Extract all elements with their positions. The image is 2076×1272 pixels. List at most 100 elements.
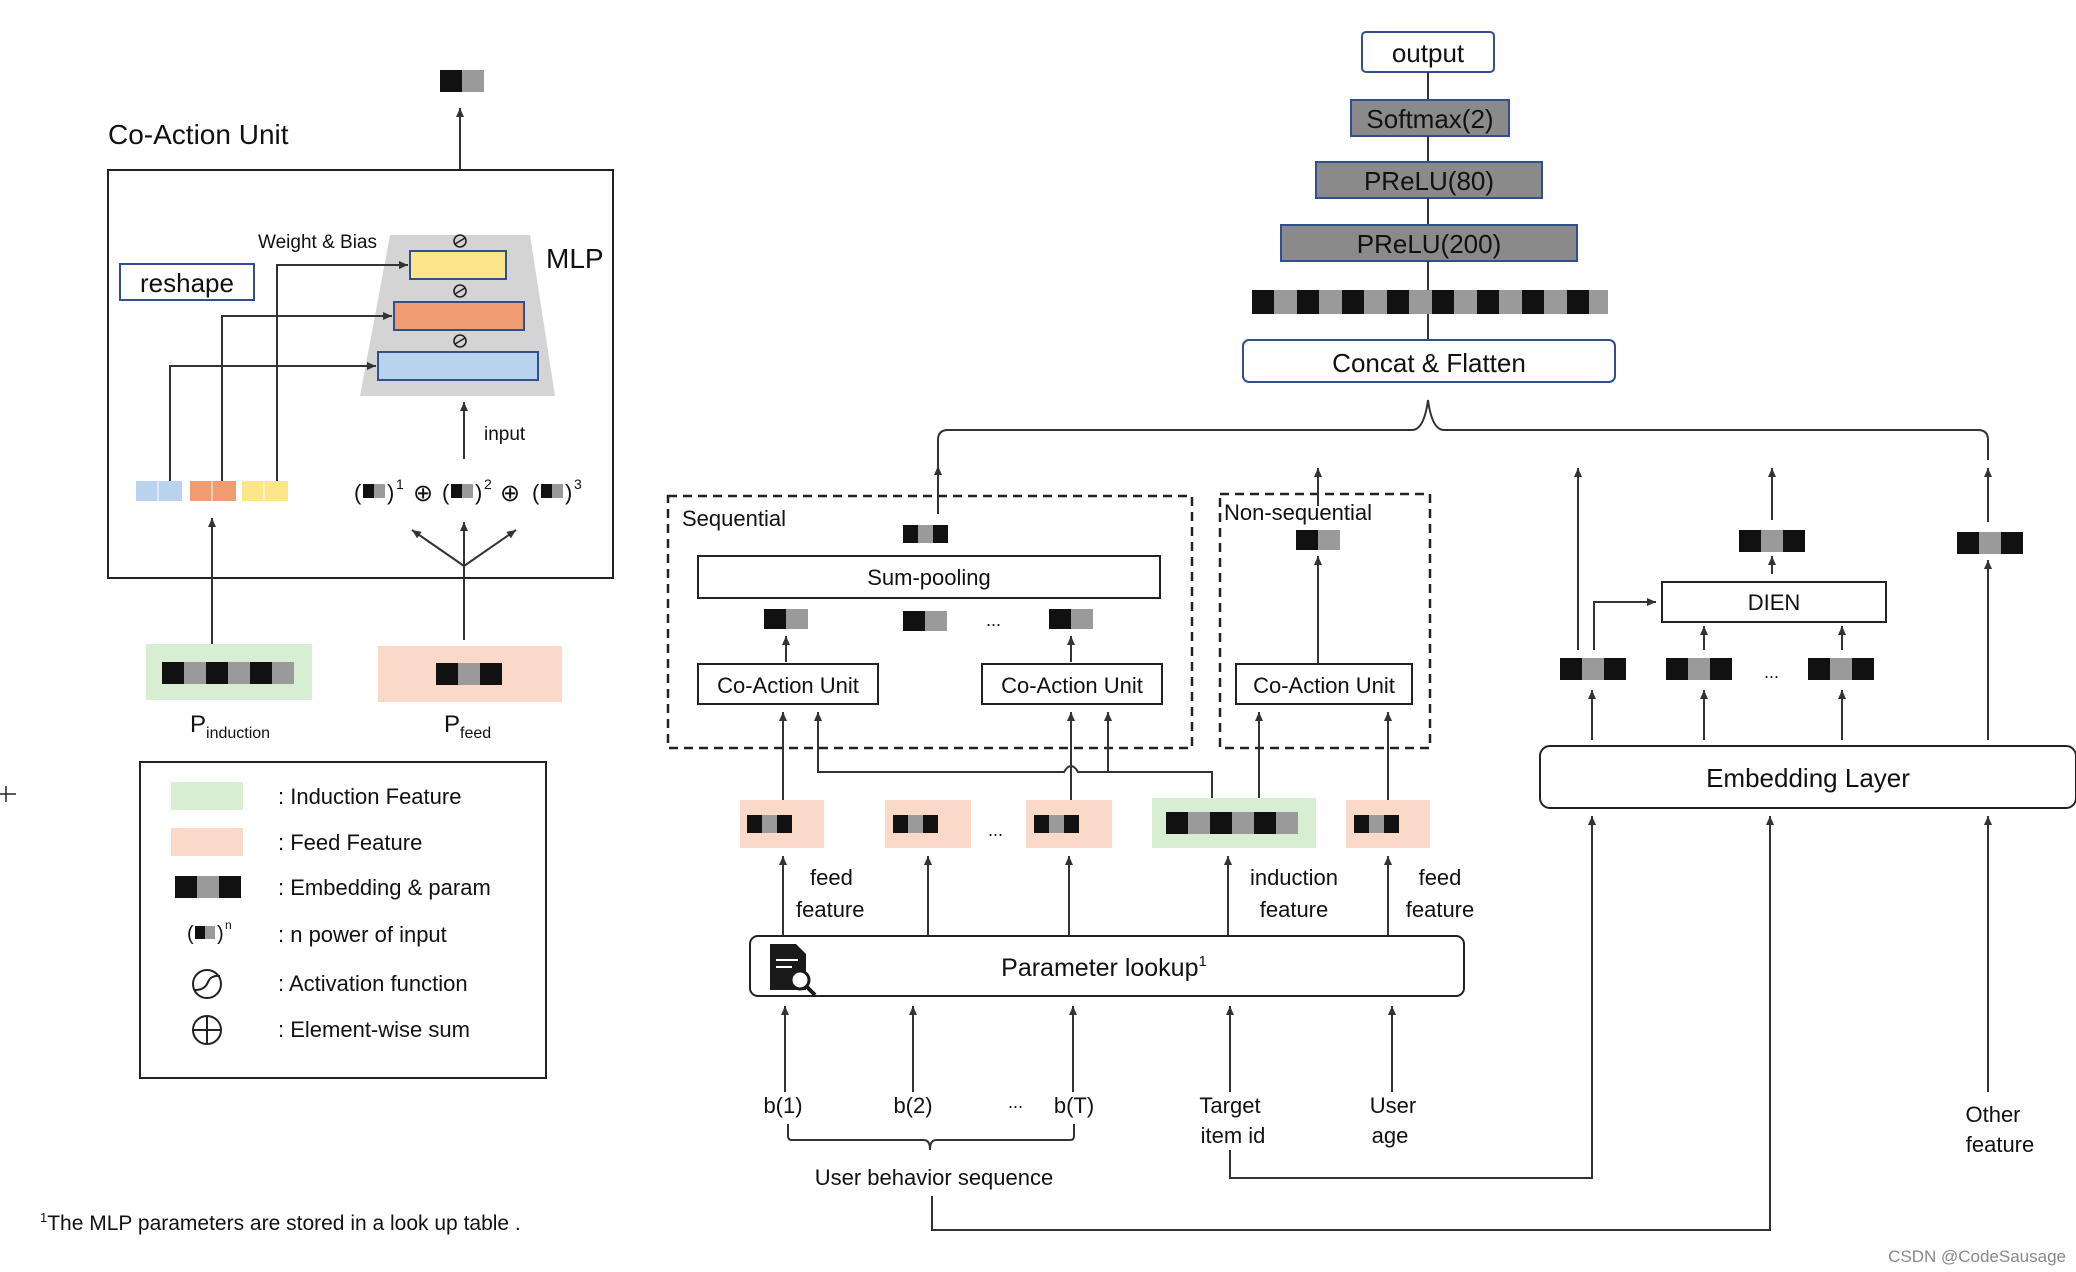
svg-text:(: ( (187, 923, 194, 945)
svg-text:): ) (475, 480, 482, 505)
feed-feature-embedding-3 (1034, 815, 1079, 833)
b2-label: b(2) (893, 1093, 932, 1118)
softmax-label: Softmax(2) (1366, 104, 1493, 134)
feed-feature-embedding-2 (893, 815, 938, 833)
feed-feature-embedding-4 (1354, 815, 1399, 833)
induction-feature-embedding (1166, 812, 1298, 834)
non-sequential-embedding (1296, 530, 1340, 550)
softmax-box (1350, 99, 1510, 137)
feed-feature-label-2a: feed (1419, 865, 1462, 890)
feed-feature-embedding-1 (747, 815, 792, 833)
embedding-layer-box (1539, 745, 2076, 809)
input-label: input (484, 424, 526, 445)
induction-feature-label-a: induction (1250, 865, 1338, 890)
param-arrow-yellow (276, 261, 408, 481)
mlp-layer-orange (393, 301, 525, 331)
concat-brace (937, 399, 1989, 468)
param-block-orange (190, 481, 236, 501)
activation-icon (453, 284, 467, 298)
orange-swatch (171, 828, 243, 856)
other-feature-label-a: Other (1965, 1102, 2020, 1127)
legend-item-induction: : Induction Feature (278, 784, 461, 809)
legend-item-embedding: : Embedding & param (278, 875, 491, 900)
sequential-output-embedding (903, 525, 948, 543)
element-wise-sum-icon (192, 1015, 222, 1045)
co-action-unit-title: Co-Action Unit (108, 119, 289, 150)
behavior-embedding-1 (1666, 658, 1732, 680)
svg-text:): ) (565, 480, 572, 505)
legend-item-feed: : Feed Feature (278, 830, 422, 855)
dien-output-embedding (1739, 530, 1805, 552)
behavior-embedding-2 (1808, 658, 1874, 680)
oplus-symbol: ⊕ (413, 480, 433, 507)
parameter-lookup-label: Parameter lookup1 (1001, 953, 1207, 982)
activation-icon (192, 969, 222, 999)
co-action-unit-box-2 (981, 663, 1163, 705)
sequential-block: Sequential Sum-pooling ... Co-Action Uni… (666, 466, 1194, 750)
legend-item-sum: : Element-wise sum (278, 1017, 470, 1042)
weight-bias-label: Weight & Bias (258, 232, 377, 253)
other-feature-label-b: feature (1966, 1132, 2035, 1157)
co-action-unit-label-1: Co-Action Unit (717, 673, 859, 698)
behavior-to-embedding-line (931, 816, 1774, 1231)
mlp-label: MLP (546, 243, 604, 274)
crosshair-mark (0, 786, 16, 802)
feed-feature-label-1a: feed (810, 865, 853, 890)
power-3: 3 (574, 476, 582, 492)
legend-item-power: : n power of input (278, 922, 447, 947)
user-behavior-sequence-label: User behavior sequence (815, 1165, 1053, 1190)
sequential-label: Sequential (682, 506, 786, 531)
fanout-right (463, 529, 517, 567)
dien-box (1661, 581, 1887, 623)
svg-text:n: n (225, 918, 232, 932)
mlp-layer-blue (377, 351, 539, 381)
other-feature-embedding (1957, 532, 2023, 554)
green-swatch (171, 782, 243, 810)
param-block-blue (136, 481, 182, 501)
p-induction-label: Pinduction (190, 711, 270, 742)
output-label: output (1392, 38, 1465, 68)
parameter-lookup: Parameter lookup1 b(1) b(2) ... b(T) Tar… (749, 935, 1465, 1190)
user-label-b: age (1372, 1123, 1409, 1148)
power-symbol: ( ) n (187, 918, 232, 945)
pooled-embedding-2 (903, 611, 947, 631)
ellipsis: ... (1764, 662, 1779, 682)
ellipsis: ... (1008, 1092, 1023, 1112)
feed-embedding (436, 663, 502, 685)
co-action-unit-detail: Co-Action Unit MLP reshape Weight & Bias (0, 70, 614, 1235)
co-action-unit-box-1 (697, 663, 879, 705)
svg-text:(: ( (354, 480, 362, 505)
target-to-embedding-line (1229, 816, 1596, 1179)
svg-text:(: ( (442, 480, 450, 505)
top-stack: output Softmax(2) PReLU(80) PReLU(200) C… (937, 31, 1989, 468)
co-action-unit-label-2: Co-Action Unit (1001, 673, 1143, 698)
ellipsis: ... (988, 820, 1003, 840)
induction-feature-label-b: feature (1260, 897, 1329, 922)
ellipsis: ... (986, 610, 1001, 630)
oplus-symbol: ⊕ (500, 480, 520, 507)
legend-item-activation: : Activation function (278, 971, 468, 996)
output-embedding (440, 70, 484, 92)
induction-embedding (162, 662, 294, 684)
fanout-left (411, 529, 465, 567)
prelu80-box (1315, 161, 1543, 199)
non-sequential-block: Non-sequential Co-Action Unit (1218, 468, 1432, 750)
sum-pooling-box (697, 555, 1161, 599)
bT-label: b(T) (1054, 1093, 1094, 1118)
target-label-a: Target (1199, 1093, 1260, 1118)
svg-text:): ) (217, 923, 224, 945)
concat-flatten-box (1242, 339, 1616, 383)
p-feed-label: Pfeed (444, 711, 491, 742)
param-block-yellow (242, 481, 288, 501)
document-search-icon (770, 944, 817, 997)
powers-of-input: ( ) 1 ⊕ ( ) 2 ⊕ ( ) 3 (354, 476, 582, 507)
induction-to-unit1-arrow (814, 712, 1213, 798)
param-arrow-orange (221, 312, 392, 481)
reshape-label: reshape (140, 268, 234, 298)
embedding-branch: Embedding Layer Other feature ... DIEN (931, 468, 2076, 1231)
mlp-layer-yellow (409, 250, 507, 280)
power-1: 1 (396, 476, 404, 492)
feed-feature-label-1b: feature (796, 897, 865, 922)
sequential-frame (666, 494, 1194, 750)
watermark: CSDN @CodeSausage (1888, 1247, 2066, 1266)
